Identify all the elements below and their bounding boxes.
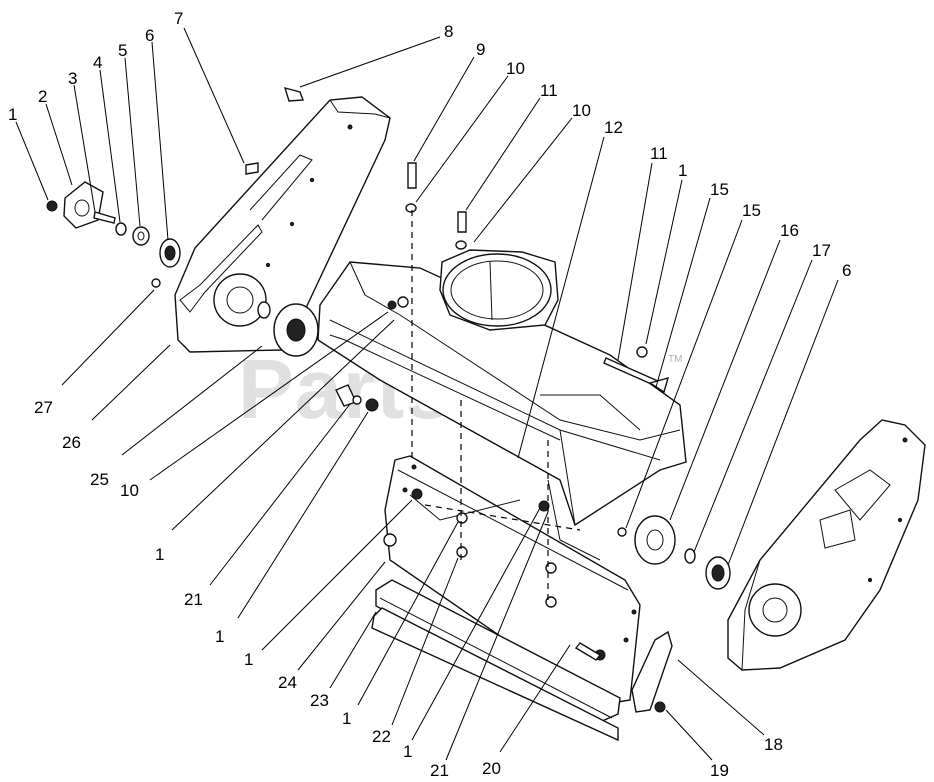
callout-1: 1 bbox=[8, 105, 17, 124]
callout-18: 18 bbox=[764, 735, 783, 754]
left-side-panel bbox=[174, 96, 391, 353]
right-side-panel bbox=[727, 419, 926, 671]
callout-8: 8 bbox=[444, 22, 453, 41]
callout-3: 3 bbox=[68, 69, 77, 88]
callout-10: 10 bbox=[572, 101, 591, 120]
right-bearing-stack bbox=[617, 515, 731, 590]
callout-25: 25 bbox=[90, 470, 109, 489]
callout-4: 4 bbox=[93, 53, 102, 72]
callout-1: 1 bbox=[215, 627, 224, 646]
callout-11: 11 bbox=[650, 144, 668, 163]
callout-27: 27 bbox=[34, 398, 53, 417]
right-small-hardware bbox=[603, 346, 670, 394]
assembly-lines bbox=[411, 210, 581, 600]
callout-15: 15 bbox=[742, 201, 761, 220]
callout-23: 23 bbox=[310, 691, 329, 710]
callout-1: 1 bbox=[678, 161, 687, 180]
callout-9: 9 bbox=[476, 40, 485, 59]
leader-lines bbox=[15, 27, 839, 761]
left-bearing-flange bbox=[257, 301, 319, 357]
scraper-assembly bbox=[384, 455, 641, 706]
callout-21: 21 bbox=[430, 761, 449, 780]
callout-1: 1 bbox=[342, 709, 351, 728]
callout-labels: 1 2 3 4 5 6 7 8 9 10 11 10 12 11 1 15 15… bbox=[8, 9, 851, 780]
callout-15: 15 bbox=[710, 180, 729, 199]
auger-housing bbox=[317, 261, 687, 527]
callout-21: 21 bbox=[184, 590, 203, 609]
callout-17: 17 bbox=[812, 241, 831, 260]
callout-1: 1 bbox=[244, 650, 253, 669]
callout-24: 24 bbox=[278, 673, 297, 692]
callout-2: 2 bbox=[38, 87, 47, 106]
callout-10: 10 bbox=[120, 481, 139, 500]
callout-12: 12 bbox=[604, 118, 623, 137]
callout-7: 7 bbox=[174, 9, 183, 28]
discharge-opening bbox=[439, 249, 559, 331]
watermark-trademark: TM bbox=[668, 354, 682, 365]
callout-6: 6 bbox=[145, 26, 154, 45]
callout-19: 19 bbox=[710, 761, 729, 780]
callout-11: 11 bbox=[540, 81, 558, 100]
callout-1: 1 bbox=[155, 545, 164, 564]
callout-26: 26 bbox=[62, 433, 81, 452]
callout-5: 5 bbox=[118, 41, 127, 60]
spring-bracket bbox=[631, 630, 673, 713]
callout-10: 10 bbox=[506, 59, 525, 78]
callout-20: 20 bbox=[482, 759, 501, 778]
skid-plates bbox=[371, 579, 621, 742]
callout-22: 22 bbox=[372, 727, 391, 746]
callout-6: 6 bbox=[842, 261, 851, 280]
callout-1: 1 bbox=[403, 742, 412, 761]
left-hardware-stack bbox=[46, 86, 304, 288]
callout-16: 16 bbox=[780, 221, 799, 240]
